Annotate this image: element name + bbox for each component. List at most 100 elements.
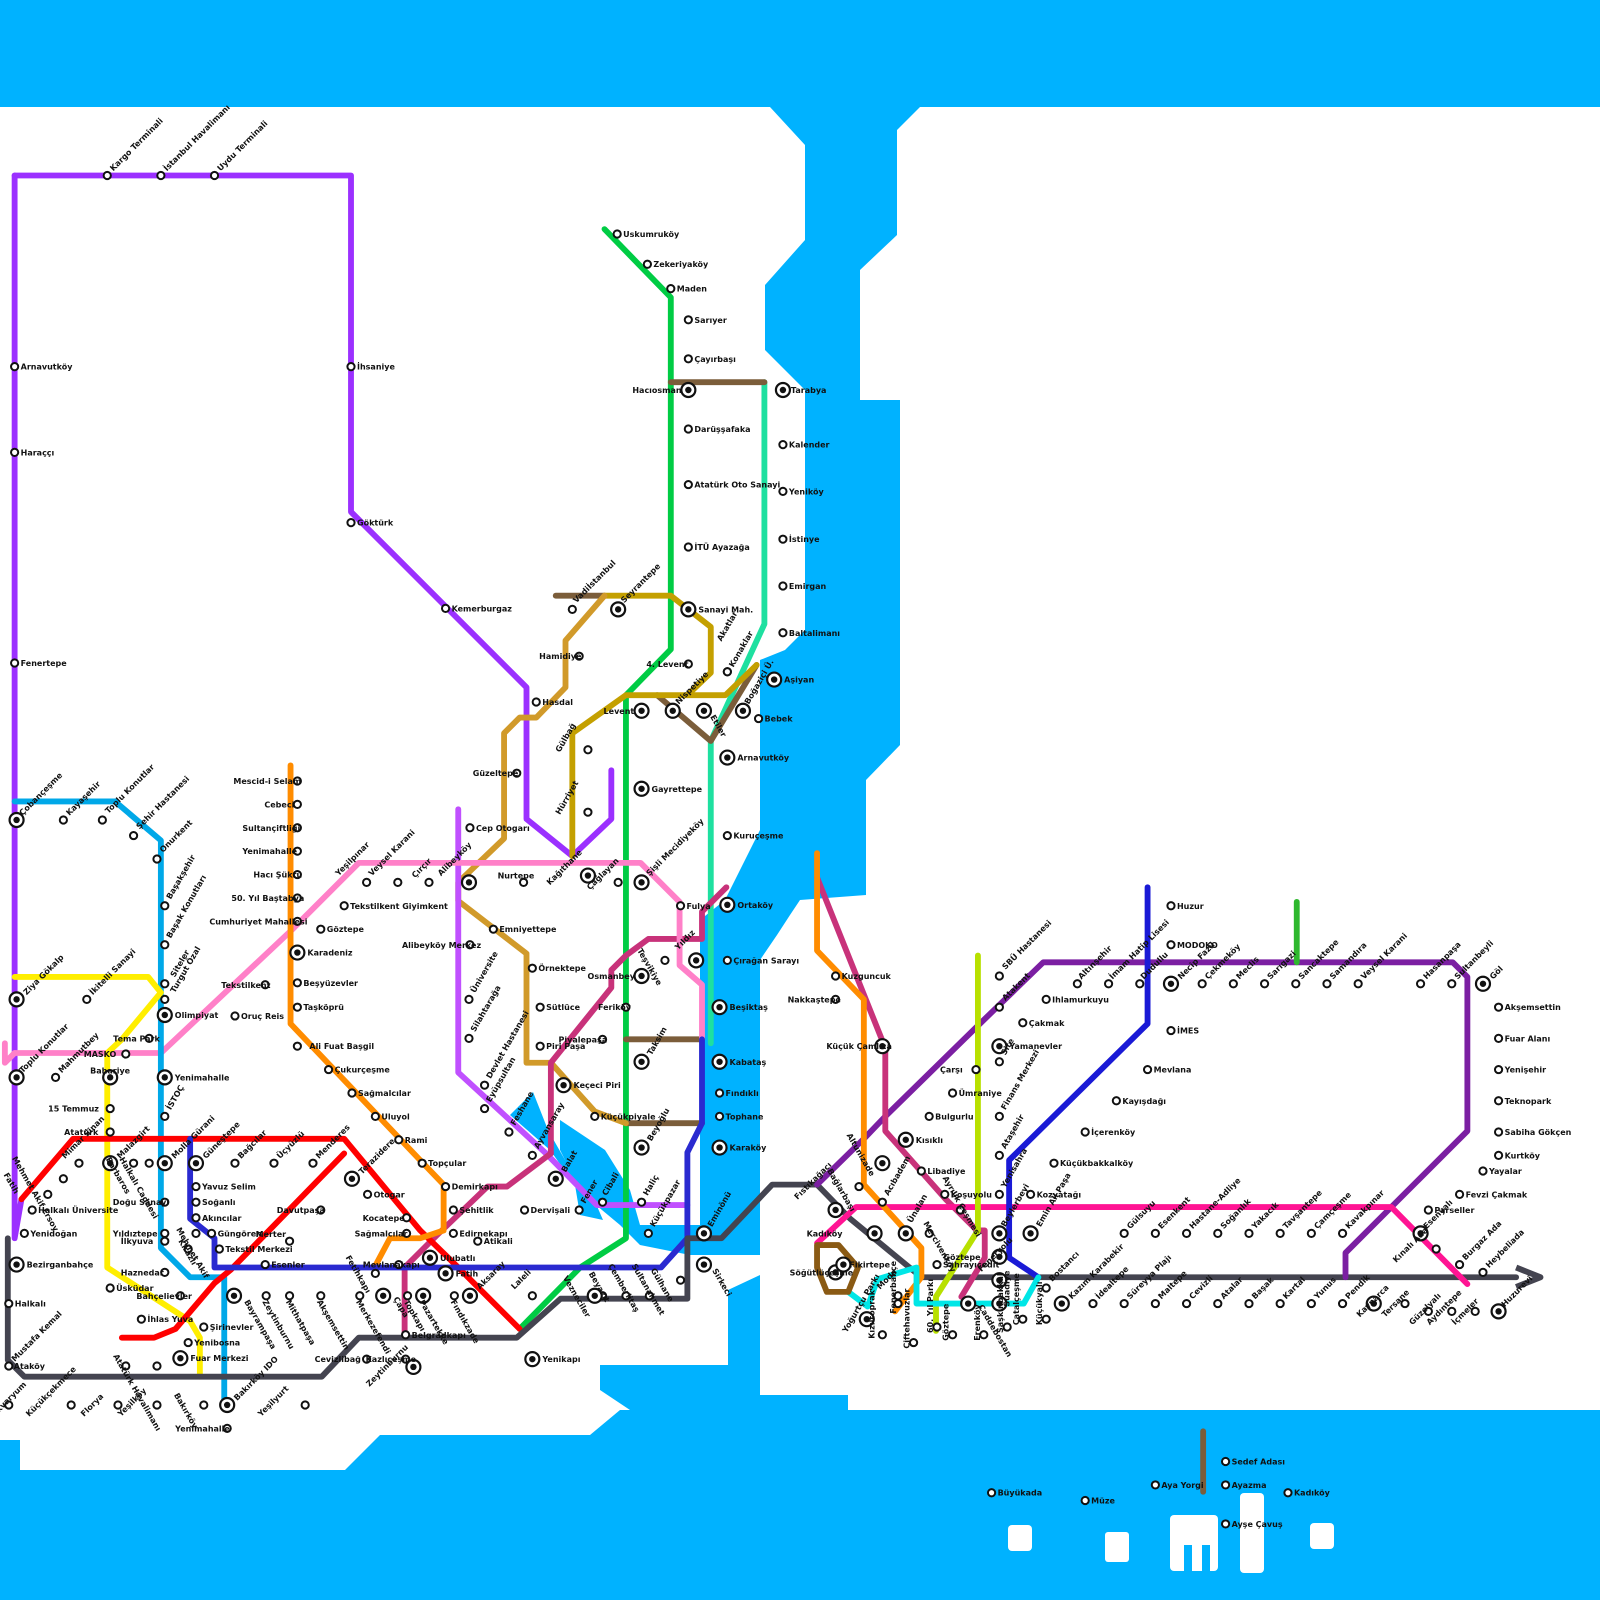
station-202[interactable] [152, 854, 162, 864]
station-marker[interactable] [1478, 1267, 1488, 1277]
station-167[interactable] [199, 1400, 209, 1410]
station-43[interactable] [583, 807, 593, 817]
station-marker[interactable] [347, 1088, 357, 1098]
station-221[interactable] [1135, 979, 1145, 989]
station-61[interactable] [292, 1041, 302, 1051]
station-marker[interactable] [144, 1033, 154, 1043]
station-289[interactable] [1150, 1298, 1160, 1309]
station-marker[interactable] [1025, 1189, 1036, 1199]
station-21[interactable] [778, 534, 788, 544]
station-marker[interactable] [621, 1291, 631, 1301]
station-11[interactable] [642, 259, 653, 269]
station-302[interactable] [1119, 1228, 1129, 1238]
station-317[interactable] [1220, 1456, 1231, 1467]
station-marker[interactable] [113, 1400, 123, 1410]
station-281[interactable] [960, 1295, 977, 1312]
station-148[interactable] [187, 1155, 205, 1172]
station-166[interactable] [121, 1361, 131, 1371]
station-4[interactable] [10, 447, 20, 457]
station-223[interactable] [1197, 979, 1207, 989]
station-83[interactable] [527, 963, 537, 973]
station-marker[interactable] [1306, 1228, 1316, 1238]
station-0[interactable] [102, 170, 112, 181]
station-marker[interactable] [994, 1111, 1004, 1121]
station-marker[interactable] [1041, 1314, 1051, 1324]
station-marker[interactable] [191, 1228, 201, 1238]
station-marker[interactable] [714, 1111, 725, 1121]
station-marker[interactable] [214, 1244, 224, 1254]
station-marker[interactable] [440, 1181, 451, 1192]
station-291[interactable] [1213, 1298, 1223, 1309]
station-marker[interactable] [269, 1158, 279, 1168]
station-marker[interactable] [1447, 1306, 1457, 1316]
station-102[interactable] [464, 994, 474, 1004]
station-278[interactable] [908, 1337, 919, 1348]
station-marker[interactable] [1244, 1228, 1254, 1238]
station-42[interactable] [722, 830, 732, 841]
station-marker[interactable] [574, 1205, 584, 1215]
station-246[interactable] [1080, 1127, 1090, 1137]
station-marker[interactable] [160, 979, 170, 989]
station-310[interactable] [1412, 1225, 1429, 1242]
station-187[interactable] [105, 1127, 115, 1137]
station-145[interactable] [308, 1158, 318, 1168]
station-marker[interactable] [160, 1236, 170, 1246]
station-marker[interactable] [1415, 979, 1426, 989]
station-85[interactable] [535, 1041, 545, 1051]
station-254[interactable] [994, 1057, 1004, 1067]
station-170[interactable] [300, 1400, 310, 1410]
station-marker[interactable] [916, 1166, 926, 1176]
station-marker[interactable] [128, 830, 139, 841]
station-23[interactable] [778, 581, 788, 591]
station-106[interactable] [504, 1127, 514, 1137]
station-marker[interactable] [636, 1197, 647, 1207]
station-218[interactable] [1041, 994, 1051, 1004]
station-62[interactable] [323, 1064, 334, 1075]
station-74[interactable] [362, 877, 372, 887]
station-49[interactable] [719, 896, 736, 913]
station-125[interactable] [402, 1291, 413, 1301]
station-247[interactable] [1049, 1158, 1059, 1168]
station-marker[interactable] [778, 628, 788, 638]
station-marker[interactable] [74, 1158, 84, 1168]
station-marker[interactable] [778, 486, 788, 496]
station-marker[interactable] [260, 1259, 270, 1270]
station-27[interactable] [574, 651, 584, 661]
station-176[interactable] [4, 1298, 14, 1309]
station-marker[interactable] [160, 901, 170, 911]
station-marker[interactable] [683, 315, 693, 325]
station-45[interactable] [518, 877, 529, 887]
station-80[interactable] [230, 1011, 240, 1021]
station-241[interactable] [1166, 901, 1176, 911]
station-marker[interactable] [292, 978, 302, 988]
station-marker[interactable] [393, 877, 403, 887]
station-211[interactable] [874, 1155, 891, 1172]
station-marker[interactable] [597, 1197, 608, 1207]
station-marker[interactable] [722, 667, 732, 677]
station-marker[interactable] [105, 1103, 115, 1114]
station-64[interactable] [370, 1111, 380, 1121]
station-124[interactable] [415, 1287, 432, 1304]
station-95[interactable] [711, 1139, 728, 1156]
station-151[interactable] [191, 1213, 201, 1223]
station-245[interactable] [1111, 1096, 1121, 1106]
station-316[interactable] [1150, 1480, 1160, 1490]
station-188[interactable] [102, 1069, 119, 1086]
station-marker[interactable] [394, 1259, 404, 1270]
station-207[interactable] [136, 1314, 146, 1324]
station-marker[interactable] [1111, 1096, 1121, 1106]
station-marker[interactable] [401, 1354, 411, 1364]
station-marker[interactable] [1135, 979, 1145, 989]
station-marker[interactable] [778, 440, 788, 450]
station-marker[interactable] [10, 447, 20, 457]
station-16[interactable] [774, 381, 792, 399]
station-marker[interactable] [82, 994, 92, 1004]
station-63[interactable] [347, 1088, 357, 1098]
station-marker[interactable] [4, 1361, 14, 1371]
station-marker[interactable] [574, 651, 584, 661]
station-126[interactable] [375, 1287, 392, 1304]
station-109[interactable] [574, 1205, 584, 1215]
station-marker[interactable] [1049, 1158, 1059, 1168]
station-marker[interactable] [292, 916, 302, 926]
station-26[interactable] [680, 601, 697, 618]
